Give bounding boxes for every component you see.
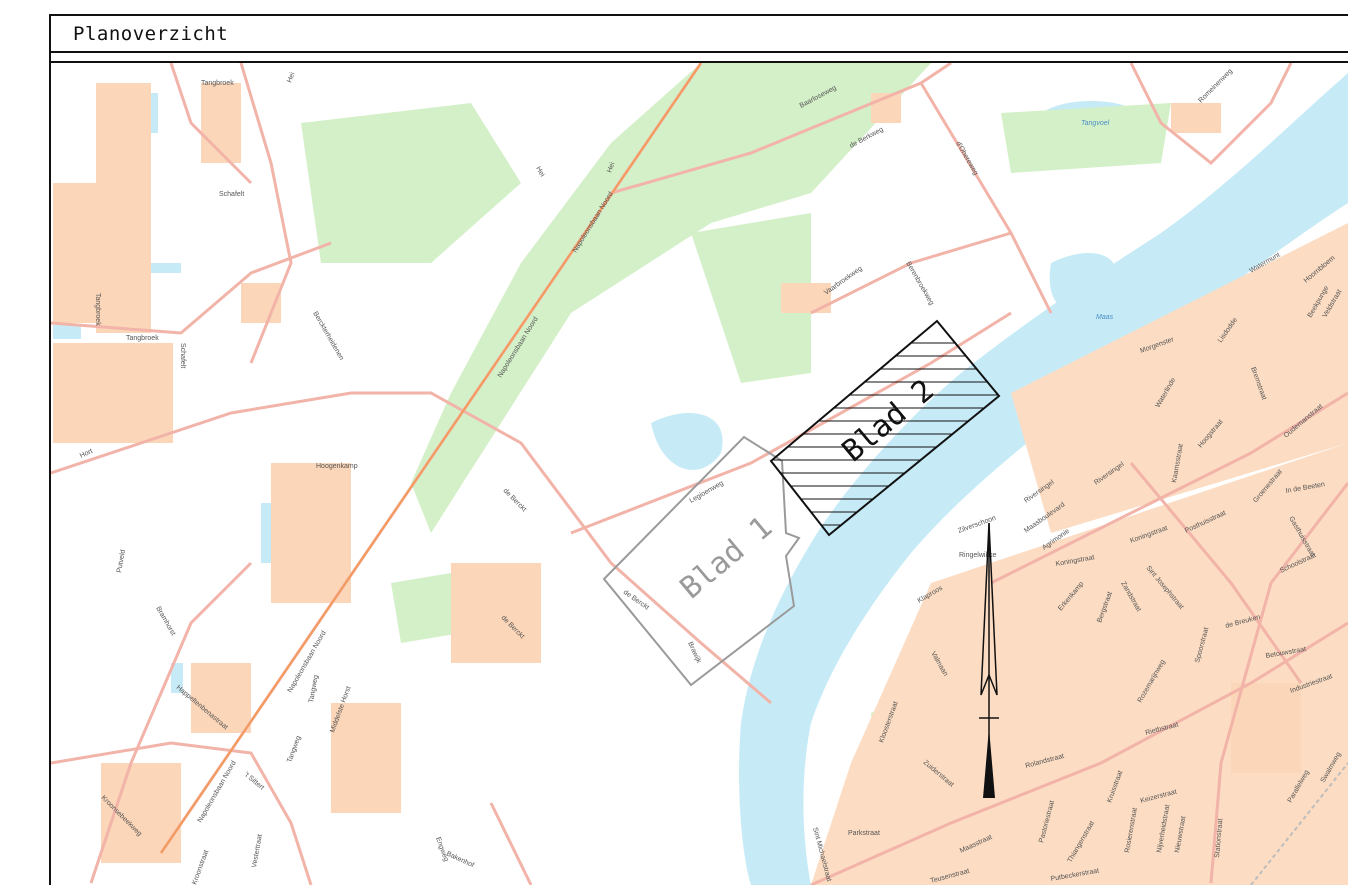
pond: [53, 325, 81, 339]
street-label: Engweg: [434, 836, 449, 862]
street-label: Tangbroek: [201, 80, 234, 87]
building-block: [451, 563, 541, 663]
green-strip: [411, 63, 931, 533]
street-label: Vaarbroekweg: [823, 265, 864, 296]
street-label: Ringelwikke: [959, 552, 996, 559]
overview-panel: Planoverzicht: [49, 14, 1348, 885]
water-label: Maas: [1096, 314, 1114, 321]
title-divider: [51, 61, 1348, 63]
street-label: Hort: [79, 448, 94, 460]
street-label: de Berckt: [502, 487, 528, 513]
title-bar: Planoverzicht: [51, 16, 1348, 53]
pond: [651, 413, 723, 470]
sheet-label-blad-1: Blad 1: [674, 510, 780, 606]
building-block: [191, 663, 251, 733]
river-maas: [739, 73, 1348, 885]
panel-title: Planoverzicht: [73, 23, 229, 45]
railway: [160, 63, 702, 854]
urban-area: [811, 443, 1348, 885]
street-label: Vestertraat: [251, 834, 264, 869]
street-label: Schafelt: [219, 191, 244, 198]
street-label: Putveld: [116, 549, 127, 573]
building-block: [1171, 103, 1221, 133]
street-label: Hoogenkamp: [316, 463, 358, 470]
green-area: [391, 573, 461, 643]
street-label: Tangweg: [286, 735, 302, 764]
building-block: [96, 83, 151, 333]
building-block: [331, 703, 401, 813]
north-arrow-icon: [979, 522, 999, 798]
street-label: d'Ohereweg: [954, 141, 979, 177]
green-area: [301, 103, 521, 263]
street-label: Stationstraat: [1214, 818, 1224, 858]
street-label: Romeinenweg: [1197, 68, 1234, 105]
green-area: [691, 213, 811, 383]
street-label: Hei: [286, 71, 296, 84]
street-label: Hei: [606, 161, 616, 174]
street-label: Kroonstraat: [191, 849, 210, 885]
building-block: [781, 283, 831, 313]
pond: [151, 263, 181, 273]
street-label: Berckterheidenen: [311, 311, 345, 362]
water-label: Tangvoel: [1081, 120, 1110, 127]
building-block: [201, 83, 241, 163]
street-label: Parkstraat: [848, 830, 880, 837]
street-label: Berenbroekweg: [904, 261, 935, 307]
urban-area: [1011, 223, 1348, 533]
building-block: [53, 343, 173, 443]
street-label: Tangbroek: [94, 293, 101, 326]
street-label: Tangbroek: [126, 335, 159, 342]
pond: [1049, 253, 1117, 313]
map-canvas: Tangvoel Maas Tangbroek Hei Tangbroek Ta…: [51, 63, 1348, 885]
street-label: Hei: [534, 166, 546, 179]
building-block: [1231, 683, 1301, 773]
pond: [171, 663, 183, 693]
building-block: [271, 463, 351, 603]
railway-east: [1250, 762, 1348, 885]
street-label: Brawijk: [686, 641, 702, 665]
sheet-outline-blad-1[interactable]: [602, 435, 801, 687]
sheet-outline-blad-2[interactable]: [769, 319, 1001, 537]
street-label: Bramhorst: [154, 606, 176, 638]
overview-map[interactable]: Tangvoel Maas Tangbroek Hei Tangbroek Ta…: [51, 63, 1348, 885]
street-label: Tangweg: [308, 674, 320, 703]
building-block: [53, 183, 98, 323]
street-label: Schafelt: [179, 343, 186, 368]
green-area: [1001, 103, 1171, 173]
street-label: Zilverschoon: [957, 515, 997, 535]
street-label: Legioenweg: [689, 480, 725, 505]
